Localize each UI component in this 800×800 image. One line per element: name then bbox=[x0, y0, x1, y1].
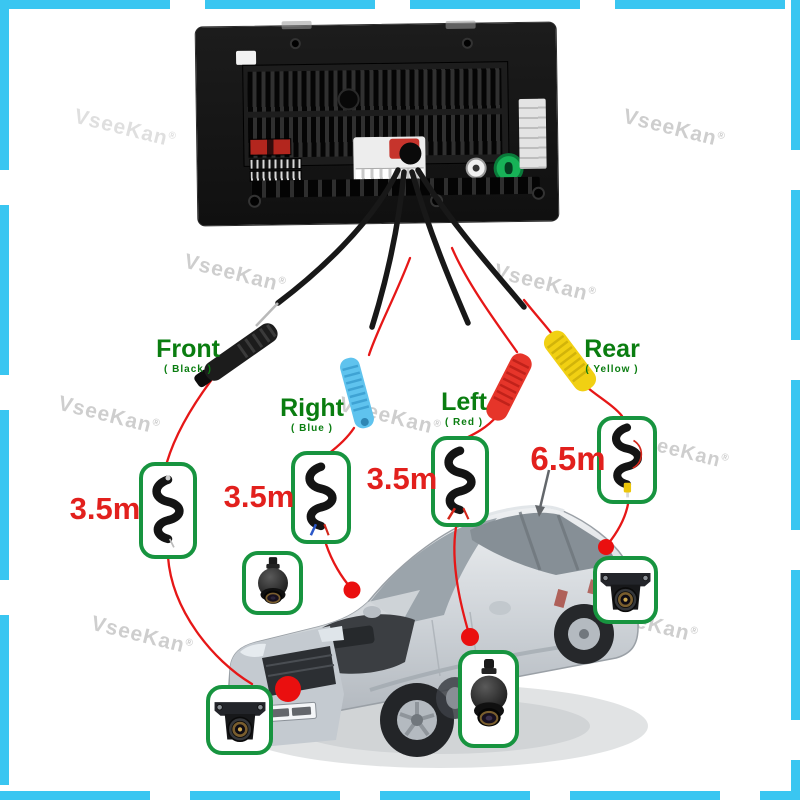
dome-camera bbox=[470, 659, 507, 727]
dot-rear bbox=[598, 539, 614, 555]
label-front: Front ( Black ) bbox=[146, 335, 230, 376]
coiled-cable-front bbox=[152, 474, 184, 548]
label-left-title: Left bbox=[441, 388, 487, 416]
coil-box-rear bbox=[597, 416, 657, 504]
dip-switch-block bbox=[249, 138, 292, 156]
length-rear: 6.5m bbox=[530, 440, 606, 477]
screw bbox=[531, 186, 546, 200]
brand-watermark: VseeKan® bbox=[71, 104, 178, 151]
brand-watermark: VseeKan® bbox=[620, 104, 727, 151]
coiled-cable-left bbox=[444, 445, 476, 520]
port-slot bbox=[504, 162, 513, 175]
frame-border-bottom bbox=[0, 791, 800, 800]
frame-border-right bbox=[791, 0, 800, 800]
bracket-camera-rear bbox=[600, 572, 651, 612]
label-right-note: ( Blue ) bbox=[291, 423, 333, 434]
dot-front bbox=[275, 676, 301, 702]
label-rear-title: Rear bbox=[584, 335, 640, 363]
mounting-tab bbox=[281, 20, 312, 30]
length-left: 3.5m bbox=[366, 461, 438, 496]
head-unit-rear-panel bbox=[194, 20, 560, 227]
label-right-title: Right bbox=[280, 394, 344, 422]
screw bbox=[461, 37, 473, 49]
spec-label bbox=[518, 98, 547, 170]
coil-box-front bbox=[139, 462, 197, 559]
fin-band bbox=[247, 68, 502, 112]
vent-slots bbox=[251, 176, 540, 198]
label-left-note: ( Red ) bbox=[444, 417, 484, 428]
label-front-note: ( Black ) bbox=[164, 364, 212, 375]
length-front: 3.5m bbox=[69, 491, 141, 526]
mounting-tab bbox=[445, 20, 476, 30]
dome-camera bbox=[257, 557, 288, 604]
label-front-title: Front bbox=[156, 335, 220, 363]
camera-box-side-left bbox=[242, 551, 303, 615]
length-right: 3.5m bbox=[223, 479, 295, 514]
brand-watermark: VseeKan® bbox=[88, 611, 195, 658]
camera-box-front bbox=[206, 685, 273, 755]
license-plate bbox=[265, 701, 317, 723]
screw bbox=[247, 194, 262, 208]
frame-border-top bbox=[0, 0, 800, 9]
camera-box-side-right bbox=[458, 650, 519, 748]
brand-watermark: VseeKan® bbox=[55, 391, 162, 438]
label-rear-note: ( Yellow ) bbox=[585, 364, 639, 375]
brand-watermark: VseeKan® bbox=[181, 249, 288, 296]
frame-border-left bbox=[0, 0, 9, 800]
install-point-dots bbox=[275, 539, 614, 702]
antenna-connector bbox=[465, 157, 487, 179]
pin-header bbox=[249, 158, 302, 170]
label-rear: Rear ( Yellow ) bbox=[567, 335, 657, 376]
camera-box-rear bbox=[593, 556, 658, 624]
label-right: Right ( Blue ) bbox=[267, 394, 357, 435]
dot-right-mirror bbox=[461, 628, 479, 646]
coiled-cable-rear bbox=[612, 423, 643, 498]
screw bbox=[429, 194, 444, 208]
screw bbox=[289, 38, 301, 50]
brand-watermark: VseeKan® bbox=[491, 259, 598, 306]
cable-front-pigtail bbox=[255, 302, 279, 327]
unit-sticker bbox=[235, 50, 257, 65]
coil-box-right bbox=[291, 451, 351, 544]
coiled-cable-right bbox=[305, 461, 337, 536]
label-left: Left ( Red ) bbox=[420, 388, 508, 429]
antenna-pin bbox=[472, 164, 480, 172]
dot-left-mirror bbox=[343, 581, 361, 599]
bracket-camera-front bbox=[214, 702, 265, 743]
